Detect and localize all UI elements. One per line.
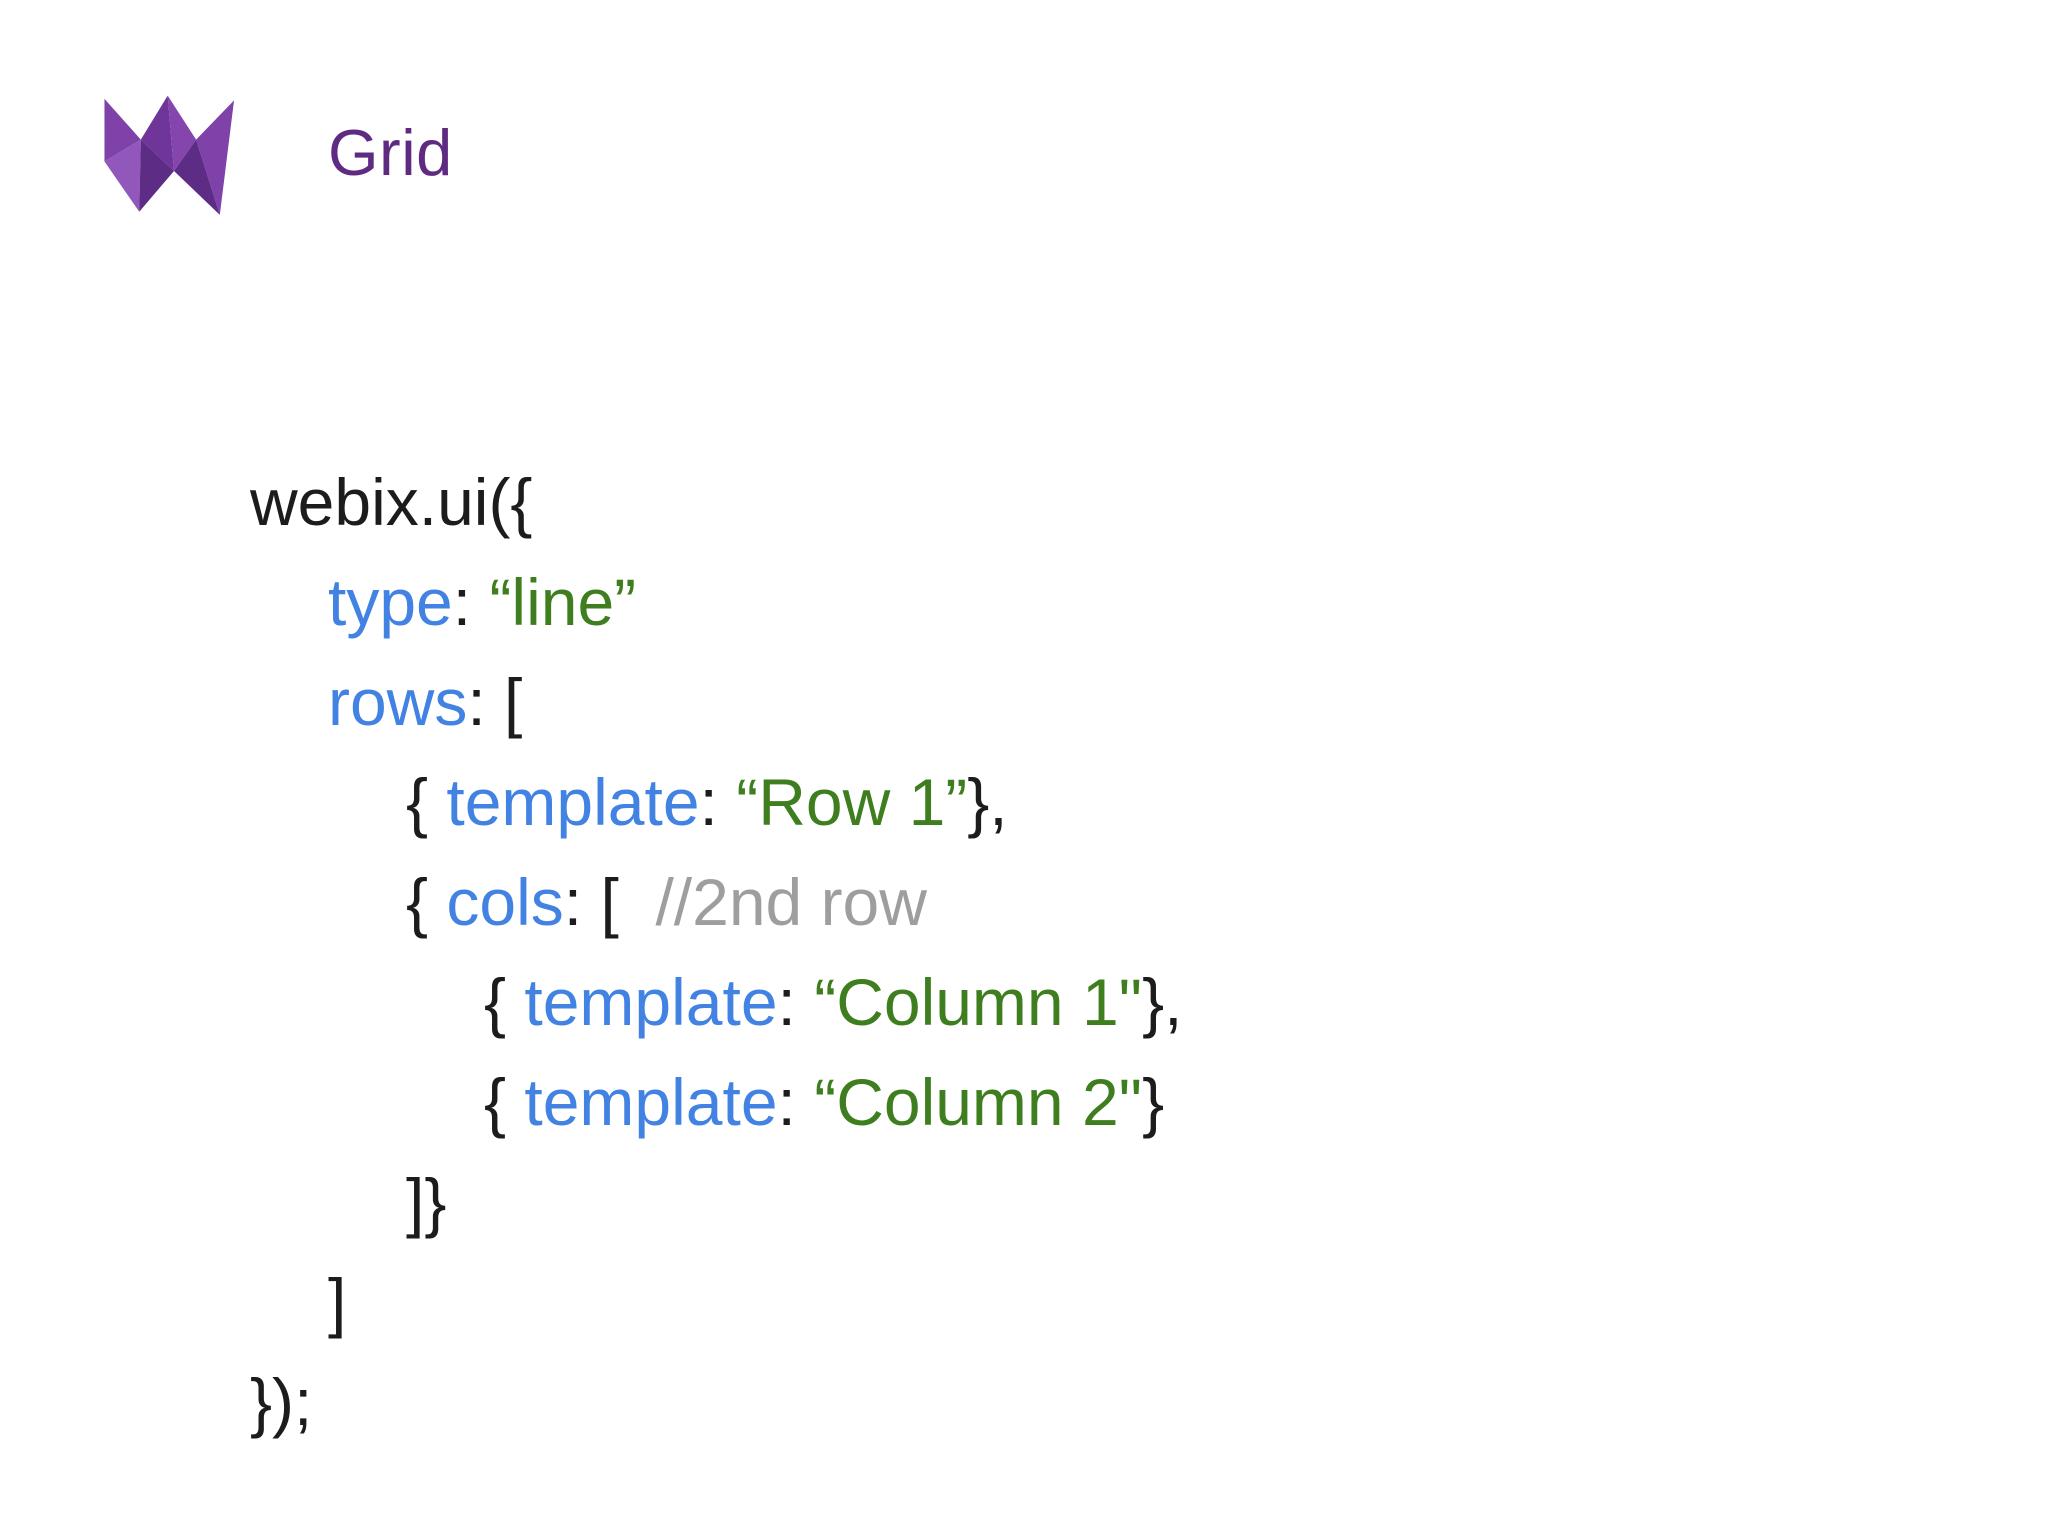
webix-logo <box>104 95 235 215</box>
code-block: webix.ui({type: “line”rows: [{ template:… <box>250 452 1182 1452</box>
code-line: { template: “Column 2"} <box>250 1052 1182 1152</box>
code-line: rows: [ <box>250 652 1182 752</box>
code-token-keyword: type <box>328 565 453 639</box>
code-token-plain: : <box>777 1065 815 1139</box>
code-token-string: “line” <box>489 565 637 639</box>
code-token-plain: }, <box>1142 965 1183 1039</box>
code-token-plain: : <box>777 965 815 1039</box>
code-line: { template: “Column 1"}, <box>250 952 1182 1052</box>
code-token-plain: } <box>1142 1065 1165 1139</box>
code-token-plain: }, <box>967 765 1008 839</box>
code-token-string: “Column 1" <box>814 965 1143 1039</box>
code-line: { cols: [ //2nd row <box>250 852 1182 952</box>
logo-facet <box>104 98 141 162</box>
code-token-plain: ]} <box>406 1165 447 1239</box>
code-token-plain: }); <box>250 1365 313 1439</box>
code-token-string: “Row 1” <box>736 765 968 839</box>
logo-facet <box>140 95 174 171</box>
code-token-plain: webix.ui({ <box>250 465 533 539</box>
code-token-keyword: rows <box>328 665 468 739</box>
logo-facet <box>104 139 141 212</box>
logo-facet <box>196 100 235 215</box>
code-line: ]} <box>250 1152 1182 1252</box>
code-line: type: “line” <box>250 552 1182 652</box>
code-token-plain: ] <box>328 1265 347 1339</box>
code-token-string: “Column 2" <box>814 1065 1143 1139</box>
code-line: { template: “Row 1”}, <box>250 752 1182 852</box>
code-token-keyword: template <box>446 765 700 839</box>
logo-facet <box>139 139 174 212</box>
code-token-keyword: template <box>524 965 778 1039</box>
code-token-plain: { <box>406 765 447 839</box>
code-token-plain: : <box>452 565 490 639</box>
page-title: Grid <box>328 116 453 189</box>
code-token-plain: { <box>406 865 447 939</box>
code-token-comment: //2nd row <box>655 865 927 939</box>
logo-facet <box>167 95 197 171</box>
code-token-plain: : <box>699 765 737 839</box>
code-token-plain: : [ <box>467 665 523 739</box>
code-token-plain: : [ <box>563 865 656 939</box>
code-token-keyword: cols <box>446 865 564 939</box>
code-token-plain: { <box>484 965 525 1039</box>
logo-facet <box>174 139 220 215</box>
code-line: }); <box>250 1352 1182 1452</box>
code-line: ] <box>250 1252 1182 1352</box>
code-token-plain: { <box>484 1065 525 1139</box>
code-token-keyword: template <box>524 1065 778 1139</box>
code-line: webix.ui({ <box>250 452 1182 552</box>
